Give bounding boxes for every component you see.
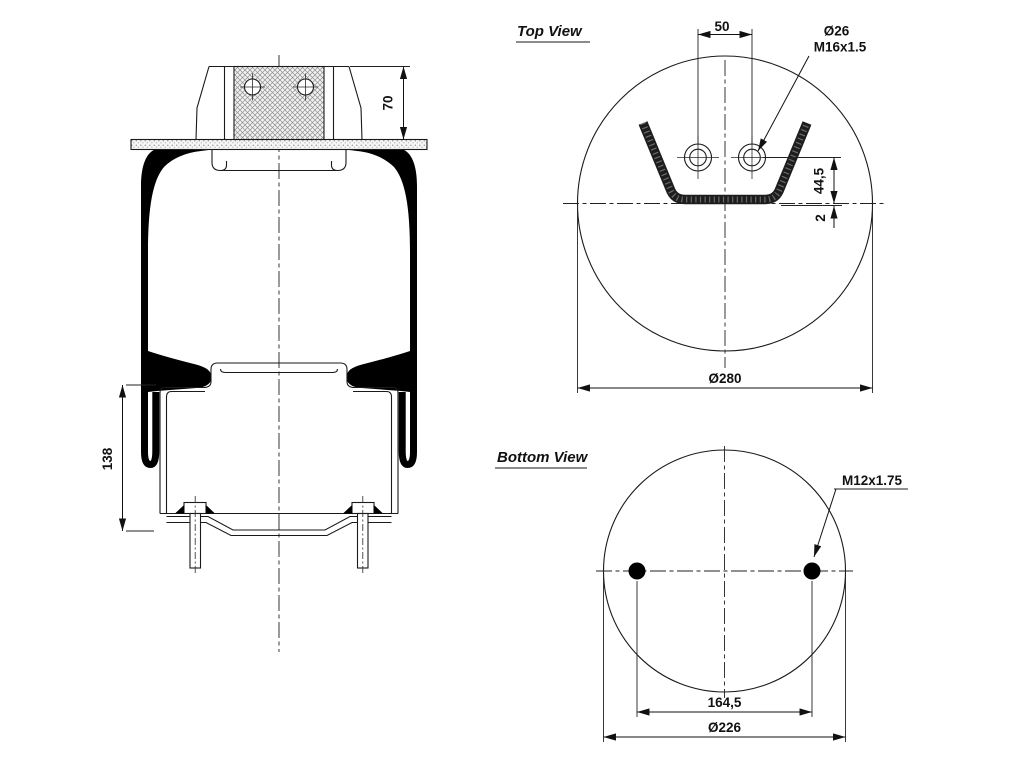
bellows-upper-shoulder [141, 149, 212, 252]
bellows-wall-and-lobe [141, 246, 160, 469]
leader-line [757, 55, 810, 152]
dimension-280: Ø280 [577, 205, 873, 393]
dim-label-50: 50 [714, 19, 729, 34]
piston-step-edge [203, 375, 212, 389]
piston-step-top [210, 362, 279, 375]
hole-callout: Ø26 M16x1.5 [757, 24, 867, 152]
dimension-226: Ø226 [603, 573, 846, 742]
dim-label-138: 138 [100, 447, 115, 470]
bracket-bolt-hole [293, 73, 318, 101]
dimension-164-5: 164,5 [636, 581, 813, 717]
piston-dish-upper [166, 515, 279, 531]
bottom-stud-left [628, 562, 646, 580]
piston-dish-lower [166, 521, 279, 537]
bottom-stud-right [803, 562, 821, 580]
side-view-right-half [279, 149, 417, 576]
top-view: Top View 50 Ø26 [516, 19, 887, 393]
bottom-view-title: Bottom View [497, 449, 589, 466]
leader-line [813, 488, 837, 558]
side-view-left-half [141, 149, 279, 576]
dimension-70: 70 [350, 66, 410, 140]
piston-shoulder-inner [165, 390, 205, 514]
dim-label-226: Ø226 [708, 720, 742, 735]
piston-step-inner [219, 368, 279, 374]
dim-label-70: 70 [381, 95, 396, 110]
bracket-right-gusset [348, 66, 363, 140]
dimension-50: 50 [697, 19, 753, 145]
bead-clamp-channel [211, 149, 228, 172]
bottom-view: Bottom View M12x1.75 164,5 Ø226 [495, 446, 908, 742]
side-view: 70 138 [100, 55, 428, 652]
bracket-block-section [233, 65, 325, 141]
piston-shoulder-outer [159, 386, 204, 514]
weld-fillet [206, 505, 215, 514]
bracket-bolt-hole [240, 73, 265, 101]
dim-label-thread-m12: M12x1.75 [842, 473, 903, 488]
top-view-bracket [638, 121, 812, 205]
bellows-lower-bead [148, 351, 211, 392]
dim-label-thread-m16: M16x1.5 [814, 40, 867, 55]
mounting-stud [175, 496, 215, 576]
dim-label-280: Ø280 [708, 371, 741, 386]
dimension-138: 138 [100, 384, 156, 532]
dimension-2: 2 [781, 205, 842, 228]
dim-label-hole-diameter: Ø26 [824, 24, 850, 39]
bracket-left-gusset [195, 66, 210, 140]
dimension-44-5: 44,5 [763, 157, 841, 204]
weld-fillet [175, 505, 184, 514]
dim-label-164-5: 164,5 [708, 695, 742, 710]
top-mounting-plate [130, 138, 428, 151]
dim-label-2: 2 [813, 214, 828, 222]
upper-bracket [195, 65, 363, 141]
top-view-title: Top View [517, 23, 583, 40]
thread-callout: M12x1.75 [813, 473, 908, 558]
dim-label-44-5: 44,5 [812, 167, 827, 194]
